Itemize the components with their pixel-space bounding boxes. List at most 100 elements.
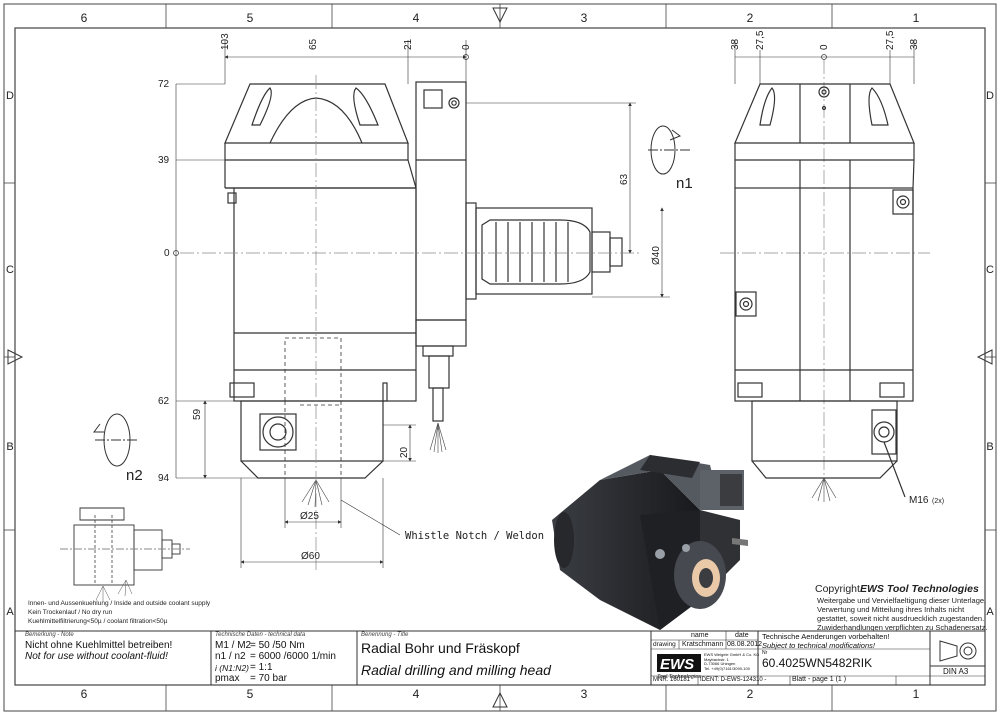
copyright-line-4: Zuwiderhandlungen verpflichten zu Schade… bbox=[817, 623, 988, 632]
title-german: Radial Bohr und Fräskopf bbox=[361, 640, 520, 656]
coolant-note-1: Innen- und Aussenkuehlung / Inside and o… bbox=[28, 600, 211, 607]
company-address-line-1: EWS Weigele GmbH & Co. KG bbox=[704, 652, 760, 657]
dim-94: 94 bbox=[158, 473, 170, 484]
side-dimension-texts: 38 27,5 0 27,5 38 M16 (2x) bbox=[730, 30, 944, 506]
front-view bbox=[224, 81, 623, 479]
note-german: Nicht ohne Kuehlmittel betreiben! bbox=[25, 640, 173, 651]
dim-dia-60: Ø60 bbox=[301, 551, 320, 562]
dim-20: 20 bbox=[399, 446, 410, 458]
center-marks bbox=[173, 54, 827, 256]
company-address-line-4: Tel. +49(0)7161/3090-100 bbox=[704, 665, 750, 671]
zone-col-2: 2 bbox=[747, 11, 754, 25]
drawer-date: 08.08.2012 bbox=[727, 641, 763, 648]
change-english: Subject to technical modifications! bbox=[762, 641, 875, 650]
date-header: date bbox=[735, 632, 749, 639]
dim-39: 39 bbox=[158, 155, 170, 166]
ews-logo-sub: Tool Technologies bbox=[657, 674, 701, 680]
front-dimension-texts: 103 65 21 0 72 39 0 62 94 59 63 Ø40 20 Ø… bbox=[158, 33, 662, 562]
dim-62: 62 bbox=[158, 396, 170, 407]
drawing-label: drawing bbox=[653, 641, 676, 648]
note-label: Bemerkung - Note bbox=[25, 632, 74, 638]
label-n1: n1 bbox=[676, 175, 693, 192]
zone-col-4: 4 bbox=[413, 11, 420, 25]
side-view bbox=[734, 83, 915, 498]
zone-row-b-right: B bbox=[986, 441, 993, 453]
label-n2: n2 bbox=[126, 467, 143, 484]
zone-col-1: 1 bbox=[913, 11, 920, 25]
company-address-line-3: D-73066 Uhingen bbox=[704, 661, 736, 667]
zone-col-3: 3 bbox=[581, 11, 588, 25]
projection-symbol bbox=[939, 640, 977, 662]
zone-col-6: 6 bbox=[81, 11, 88, 25]
dim-0-side: 0 bbox=[819, 44, 830, 50]
dim-59: 59 bbox=[192, 408, 203, 420]
dim-0-left: 0 bbox=[164, 248, 170, 259]
zone-col-6-bottom: 6 bbox=[81, 687, 88, 701]
coolant-notes: Innen- und Aussenkuehlung / Inside and o… bbox=[28, 600, 211, 625]
zone-col-2-bottom: 2 bbox=[747, 687, 754, 701]
ident: IDENT: D-EWS-124310 - bbox=[700, 677, 767, 683]
ratio-value: = 1:1 bbox=[250, 662, 273, 673]
ratio-label: i (N1:N2) bbox=[215, 663, 250, 673]
dim-65: 65 bbox=[308, 38, 319, 50]
whistle-notch-callout: Whistle Notch / Weldon bbox=[405, 530, 544, 542]
zone-col-1-bottom: 1 bbox=[913, 687, 920, 701]
note-english: Not for use without coolant-fluid! bbox=[25, 651, 168, 662]
dim-m16-count: (2x) bbox=[932, 498, 944, 505]
copyright-line-1: Weitergabe und Vervielfaeltigung dieser … bbox=[817, 596, 986, 605]
zone-row-c: C bbox=[6, 264, 14, 276]
dim-27-5-right: 27,5 bbox=[885, 30, 896, 50]
dim-38-right: 38 bbox=[909, 38, 920, 50]
title-block-grid bbox=[15, 630, 985, 685]
title-label: Benennung - Title bbox=[361, 632, 409, 638]
dim-27-5-left: 27,5 bbox=[755, 30, 766, 50]
coolant-section-sketch bbox=[60, 507, 190, 601]
part-number: 60.4025WN5482RIK bbox=[762, 656, 873, 670]
zone-row-a: A bbox=[6, 606, 14, 618]
torque-value: = 50 /50 Nm bbox=[250, 640, 305, 651]
dim-72: 72 bbox=[158, 79, 170, 90]
nr-label: Nr bbox=[762, 650, 768, 656]
drawer-name: Kratschmann bbox=[682, 641, 724, 648]
copyright-line-2: Verwertung und Mitteilung ihres Inhalts … bbox=[817, 605, 965, 614]
centering-marks bbox=[7, 7, 993, 708]
copyright-block: Copyright EWS Tool Technologies Weiterga… bbox=[815, 583, 988, 632]
ews-logo-text: EWS bbox=[660, 656, 694, 673]
zone-col-4-bottom: 4 bbox=[413, 687, 420, 701]
dim-dia-25: Ø25 bbox=[300, 511, 319, 522]
torque-label: M1 / M2 bbox=[215, 640, 252, 651]
techdata-label: Technische Daten - technical data bbox=[215, 632, 306, 638]
product-3d-render bbox=[552, 455, 748, 630]
zone-col-5-bottom: 5 bbox=[247, 687, 254, 701]
copyright-prefix: Copyright bbox=[815, 583, 860, 595]
centerlines bbox=[180, 60, 930, 570]
dim-21: 21 bbox=[403, 38, 414, 50]
zone-row-d-right: D bbox=[986, 90, 994, 102]
title-english: Radial drilling and milling head bbox=[361, 662, 551, 678]
dim-63: 63 bbox=[619, 173, 630, 185]
zone-col-5: 5 bbox=[247, 11, 254, 25]
pmax-value: = 70 bar bbox=[250, 673, 287, 684]
company-address-line-2: Maybachstr. 1 bbox=[704, 656, 729, 662]
zone-row-d: D bbox=[6, 90, 14, 102]
zone-row-a-right: A bbox=[986, 606, 994, 618]
rotation-n2 bbox=[93, 413, 137, 467]
coolant-sprays bbox=[301, 422, 837, 508]
company-address: EWS Weigele GmbH & Co. KG Maybachstr. 1 … bbox=[704, 652, 760, 671]
dim-0-top: 0 bbox=[461, 44, 472, 50]
speed-label: n1 / n2 bbox=[215, 651, 246, 662]
coolant-note-2: Kein Trockenlauf / No dry run bbox=[28, 609, 113, 616]
rotation-n1 bbox=[648, 125, 690, 175]
zone-col-3-bottom: 3 bbox=[581, 687, 588, 701]
change-german: Technische Aenderungen vorbehalten! bbox=[762, 632, 890, 641]
copyright-brand: EWS Tool Technologies bbox=[860, 583, 979, 595]
mnr: MNR: 160181 bbox=[653, 677, 691, 683]
side-dimensions bbox=[734, 40, 915, 84]
pmax-label: pmax bbox=[215, 673, 240, 684]
sheet-info: Blatt - page 1 (1 ) bbox=[792, 676, 847, 683]
format-label: DIN A3 bbox=[943, 667, 969, 676]
dim-38-left: 38 bbox=[730, 38, 741, 50]
zone-row-c-right: C bbox=[986, 264, 994, 276]
dim-103: 103 bbox=[220, 33, 231, 50]
